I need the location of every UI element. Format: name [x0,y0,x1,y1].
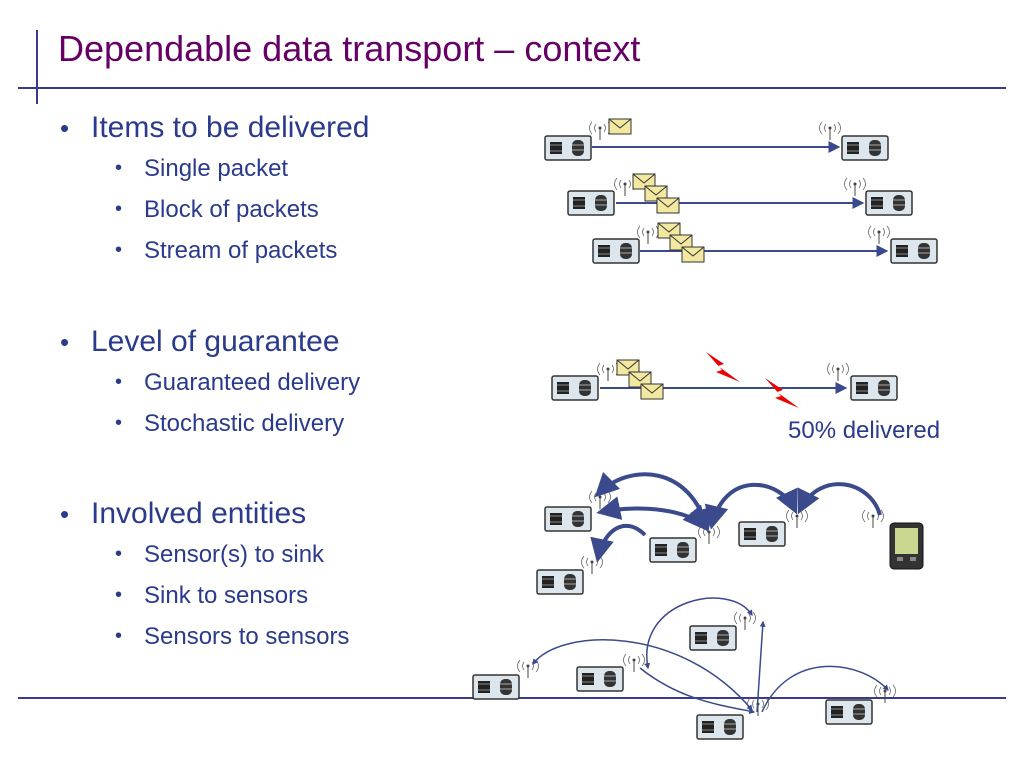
delivery-percentage-caption: 50% delivered [788,417,941,444]
block-of-packets-link [567,173,913,216]
antenna-icon [844,177,866,197]
sensor-node-icon [551,375,599,401]
multihop-to-sink-diagram [536,471,924,595]
antenna-icon [698,525,720,545]
sensor-node-icon [649,537,697,563]
pda-sink-icon [889,522,924,570]
antenna-icon [786,509,808,529]
envelope-icon [656,197,680,214]
sensor-node-icon [544,506,592,532]
bullet-single-packet: Single packet [58,148,369,189]
sensor-node-icon [738,521,786,547]
bullet-sensors-to-sink: Sensor(s) to sink [58,534,349,575]
sensor-node-icon [890,238,938,264]
lightning-bolt-icon [706,352,740,382]
antenna-icon [517,659,539,679]
antenna-icon [637,225,659,245]
sensor-node-icon [865,190,913,216]
bullet-stochastic-delivery: Stochastic delivery [58,403,360,444]
bullet-guarantee-heading: Level of guarantee [58,322,360,362]
antenna-icon [827,362,849,382]
antenna-icon [581,555,603,575]
bullet-entities-heading: Involved entities [58,494,349,534]
envelope-icon [608,118,632,135]
sensor-node-icon [592,238,640,264]
sensor-node-icon [576,666,624,692]
single-packet-link [544,118,889,161]
bullet-guaranteed-delivery: Guaranteed delivery [58,362,360,403]
sensor-node-icon [689,625,737,651]
section-guarantee: Level of guarantee Guaranteed delivery S… [58,322,360,444]
section-entities: Involved entities Sensor(s) to sink Sink… [58,494,349,657]
stream-of-packets-link [592,222,938,264]
envelope-icon [640,383,664,400]
sensor-node-icon [544,135,592,161]
antenna-icon [868,225,890,245]
lightning-bolt-icon [765,378,799,408]
envelope-icon [681,246,705,263]
section-items: Items to be delivered Single packet Bloc… [58,108,369,271]
bullet-sink-to-sensors: Sink to sensors [58,575,349,616]
bullet-items-heading: Items to be delivered [58,108,369,148]
antenna-icon [819,121,841,141]
sensor-node-icon [841,135,889,161]
slide-title: Dependable data transport – context [58,28,641,69]
bullet-stream-of-packets: Stream of packets [58,230,369,271]
bullet-sensors-to-sensors: Sensors to sensors [58,616,349,657]
sensor-node-icon [567,190,615,216]
antenna-icon [597,362,619,382]
title-divider [18,87,1006,89]
title-accent-bar [36,30,38,104]
sensor-node-icon [472,674,520,700]
sensors-to-sensors-diagram [472,597,896,740]
sensor-node-icon [536,569,584,595]
sensor-node-icon [696,714,744,740]
bullet-block-of-packets: Block of packets [58,189,369,230]
sensor-node-icon [850,375,898,401]
antenna-icon [589,121,611,141]
sensor-node-icon [825,699,873,725]
antenna-icon [614,177,636,197]
stochastic-delivery-link [551,352,898,408]
